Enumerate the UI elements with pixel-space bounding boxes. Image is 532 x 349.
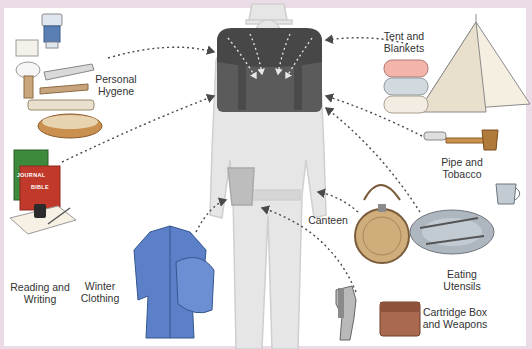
item-label: Pipe and Tobacco	[430, 156, 494, 180]
item-label: Cartridge Box and Weapons	[420, 306, 490, 330]
item-label: Canteen	[304, 214, 352, 226]
hygiene-items	[16, 14, 102, 138]
item-label: Personal Hygene	[86, 73, 146, 97]
pipe	[424, 130, 498, 150]
coat	[134, 226, 214, 338]
canteen	[355, 185, 409, 263]
weapons	[336, 286, 420, 340]
soldier-figure	[210, 4, 326, 349]
item-label: Winter Clothing	[72, 280, 128, 304]
tent	[418, 14, 530, 112]
book-title: BIBLE	[20, 184, 60, 190]
item-label: Tent and Blankets	[374, 30, 434, 54]
item-label: Reading and Writing	[10, 281, 70, 305]
blankets	[384, 60, 428, 113]
book-title: JOURNAL	[14, 172, 48, 178]
utensils	[410, 184, 520, 254]
item-label: Eating Utensils	[434, 268, 490, 292]
books	[10, 150, 76, 234]
backpack	[217, 28, 322, 112]
leader-arrows	[62, 38, 422, 292]
